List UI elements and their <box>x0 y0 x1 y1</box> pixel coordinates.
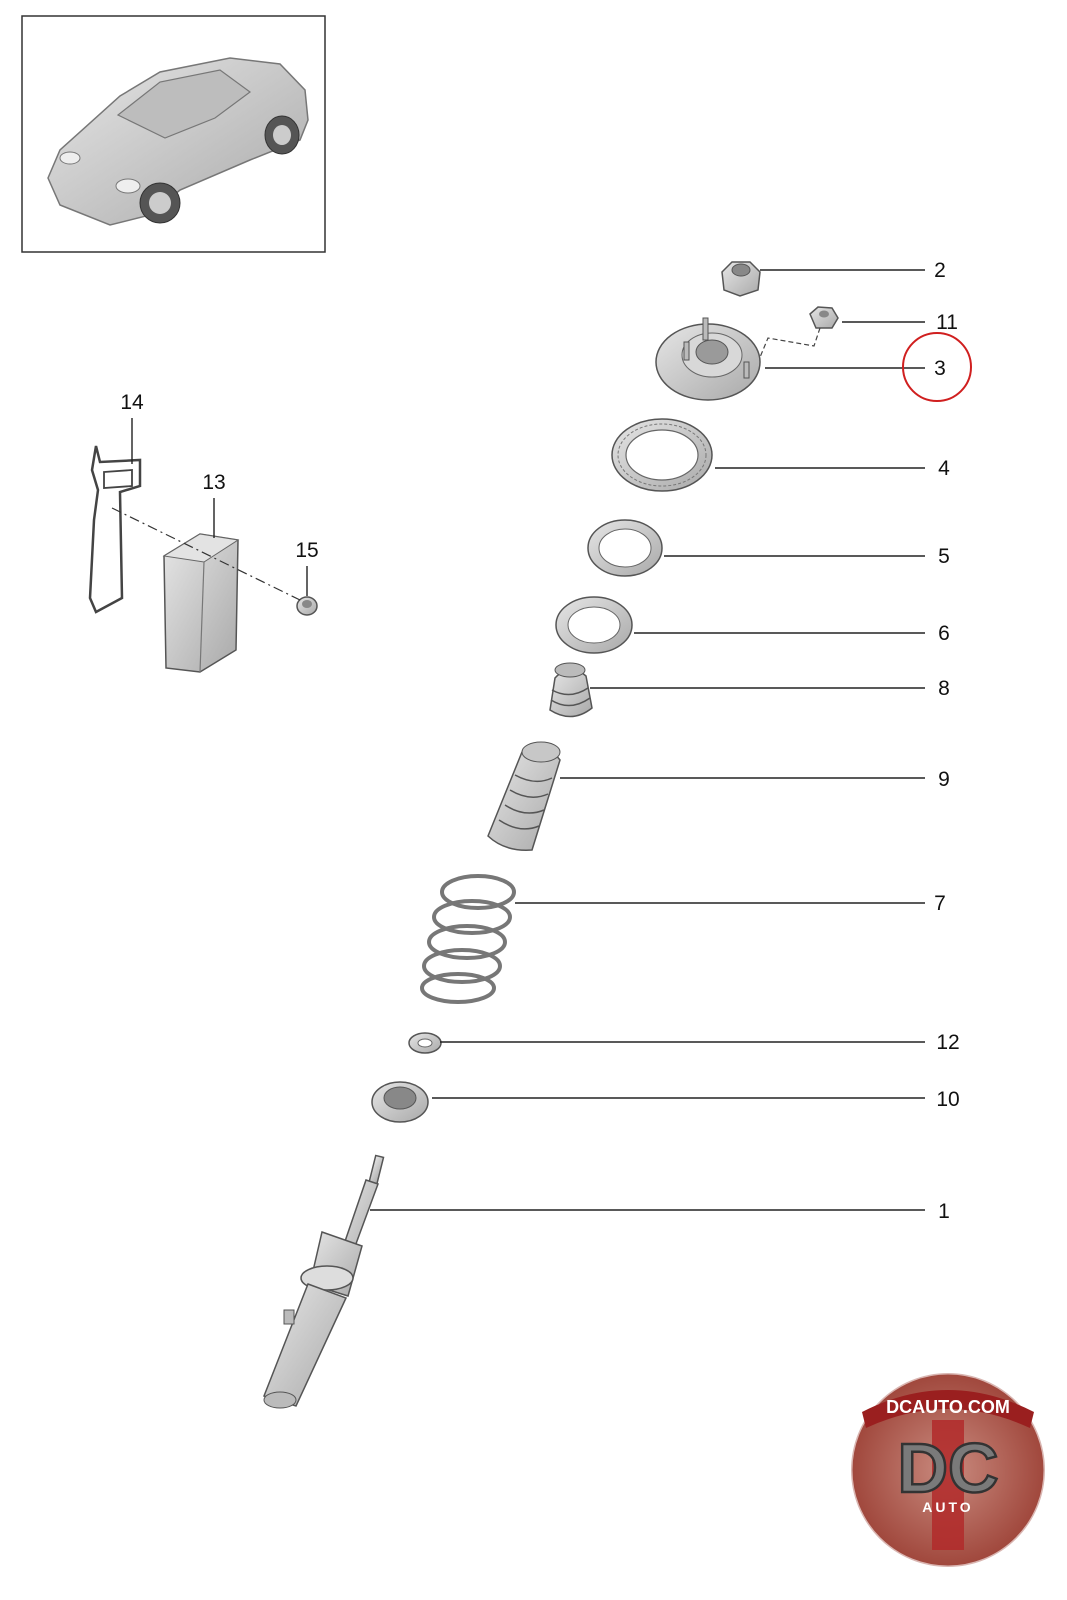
part-bump-stop[interactable] <box>549 662 593 718</box>
part-small-washer[interactable] <box>408 1032 442 1054</box>
logo-site-text: DCAUTO.COM <box>886 1397 1010 1417</box>
logo-letters: DC <box>897 1429 998 1507</box>
part-bracket[interactable] <box>88 445 142 614</box>
callout-1[interactable]: 1 <box>938 1200 950 1223</box>
callout-4[interactable]: 4 <box>938 457 950 480</box>
callout-13[interactable]: 13 <box>202 471 225 494</box>
callout-10[interactable]: 10 <box>936 1088 959 1111</box>
callout-9[interactable]: 9 <box>938 768 950 791</box>
vehicle-thumbnail <box>21 15 326 253</box>
callout-8[interactable]: 8 <box>938 677 950 700</box>
part-strut-bearing[interactable] <box>611 418 713 492</box>
leader-lines <box>131 269 925 1211</box>
part-coil-spring[interactable] <box>420 874 516 1004</box>
part-dust-boot[interactable] <box>487 741 561 851</box>
part-washer[interactable] <box>587 519 663 577</box>
callout-5[interactable]: 5 <box>938 545 950 568</box>
part-spring-seat[interactable] <box>555 596 633 654</box>
part-nut[interactable] <box>721 261 761 297</box>
part-strut-mount[interactable] <box>655 317 761 401</box>
part-grommet[interactable] <box>296 596 318 616</box>
callout-14[interactable]: 14 <box>120 391 144 414</box>
callout-3[interactable]: 3 <box>934 357 946 380</box>
part-small-nut[interactable] <box>809 306 839 329</box>
part-control-unit[interactable] <box>162 533 240 673</box>
callout-3-highlight <box>902 332 972 402</box>
dcauto-logo: DCAUTO.COM DC AUTO <box>849 1371 1047 1569</box>
part-shock-absorber[interactable] <box>263 1154 385 1409</box>
callout-2[interactable]: 2 <box>934 259 946 282</box>
car-icon <box>47 57 309 226</box>
part-lower-spring-seat[interactable] <box>371 1081 429 1123</box>
callout-12[interactable]: 12 <box>936 1031 959 1054</box>
logo-sub-text: AUTO <box>922 1499 973 1515</box>
callout-6[interactable]: 6 <box>938 622 950 645</box>
callout-7[interactable]: 7 <box>934 892 946 915</box>
callout-11[interactable]: 11 <box>936 311 958 334</box>
callout-15[interactable]: 15 <box>295 539 318 562</box>
